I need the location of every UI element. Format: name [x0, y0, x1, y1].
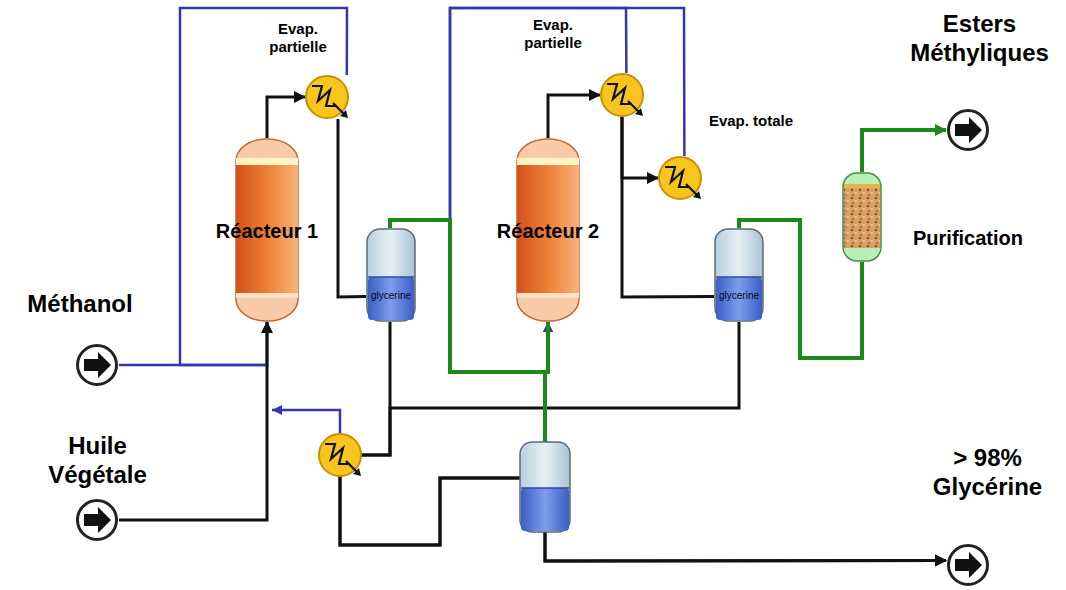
flow-line	[622, 117, 714, 297]
heat-exchanger: Evap. partielle	[305, 75, 349, 119]
decanter-vessel: glycerine	[714, 228, 764, 322]
equipment-label: Evap. partielle	[256, 20, 340, 56]
heat-exchanger: Evap. totale	[658, 156, 702, 200]
flow-line	[340, 322, 946, 561]
equipment-label: Réacteur 1	[216, 219, 318, 243]
phase-label: glycerine	[366, 290, 416, 302]
purification-column: Purification	[842, 172, 882, 262]
equipment-label: Evap. partielle	[508, 16, 598, 52]
heat-exchanger: Evap. partielle	[600, 73, 644, 117]
decanter-vessel: glycerine	[366, 228, 416, 322]
equipment-label: Purification	[893, 226, 1043, 250]
outlet-arrow: > 98% Glycérine	[946, 543, 990, 587]
flow-line	[548, 95, 600, 138]
flow-line	[119, 322, 267, 365]
equipment-label: Evap. totale	[706, 112, 796, 130]
flow-line	[119, 322, 267, 520]
inlet-arrow: Méthanol	[75, 343, 119, 387]
reactor-vessel: Réacteur 1	[235, 138, 299, 322]
flow-line	[340, 322, 946, 561]
flow-line	[450, 8, 684, 372]
reactor-vessel: Réacteur 2	[516, 138, 580, 322]
equipment-label: Méthanol	[10, 290, 150, 319]
inlet-arrow: Huile Végétale	[75, 498, 119, 542]
equipment-label: > 98% Glycérine	[915, 444, 1060, 502]
flow-line	[338, 119, 366, 297]
flow-line	[622, 117, 658, 178]
flow-line	[180, 8, 347, 365]
equipment-label: Réacteur 2	[497, 219, 599, 243]
flow-line	[450, 8, 626, 372]
phase-label: glycerine	[714, 290, 764, 302]
flow-line	[267, 97, 305, 138]
equipment-label: Esters Méthyliques	[897, 10, 1062, 68]
flow-line	[862, 130, 946, 172]
equipment-label: Huile Végétale	[25, 432, 170, 490]
outlet-arrow: Esters Méthyliques	[946, 108, 990, 152]
